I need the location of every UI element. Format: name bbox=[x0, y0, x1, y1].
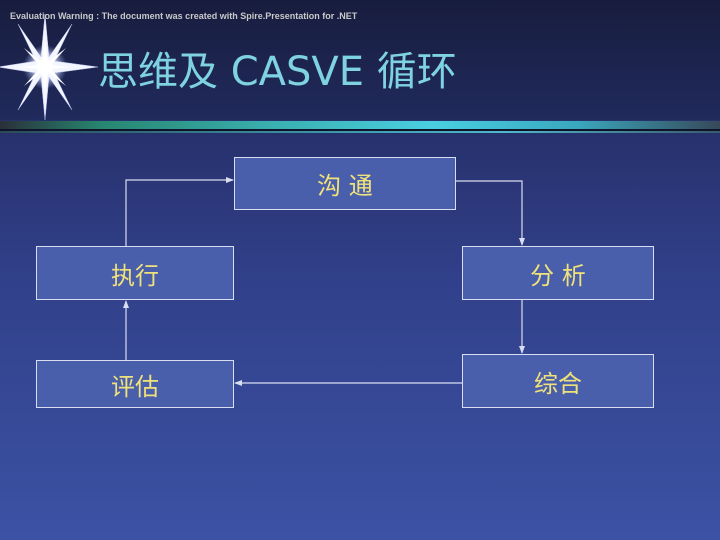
title-divider-shadow bbox=[0, 129, 720, 131]
arrow-communicate-to-analyze bbox=[456, 180, 525, 246]
starburst-icon bbox=[0, 13, 99, 121]
title-divider bbox=[0, 121, 720, 129]
slide-title: 思维及 CASVE 循环 bbox=[98, 49, 457, 95]
node-analyze: 分 析 bbox=[462, 246, 654, 300]
title-divider-thin bbox=[0, 131, 720, 133]
header-band bbox=[0, 0, 720, 120]
node-synthesize: 综合 bbox=[462, 354, 654, 408]
node-evaluate: 评估 bbox=[36, 360, 234, 408]
evaluation-warning: Evaluation Warning : The document was cr… bbox=[10, 11, 358, 21]
arrow-execute-to-communicate bbox=[125, 177, 234, 246]
node-execute: 执行 bbox=[36, 246, 234, 300]
node-communicate: 沟 通 bbox=[234, 157, 456, 210]
